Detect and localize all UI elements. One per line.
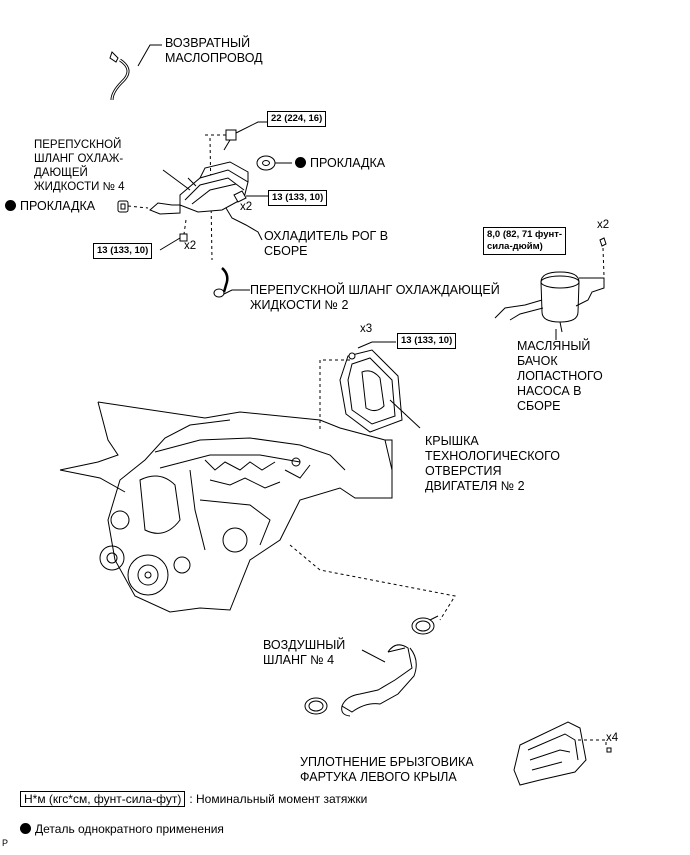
label-return-oil-line: ВОЗВРАТНЫЙ МАСЛОПРОВОД [165, 36, 263, 66]
non-reusable-dot-icon [20, 823, 31, 834]
label-line: НАСОСА В [517, 384, 582, 398]
quantity-multiplier: x3 [360, 323, 373, 335]
torque-spec-box: 13 (133, 10) [397, 333, 457, 349]
torque-spec-box: 13 (133, 10) [93, 243, 153, 259]
label-gasket-right: ПРОКЛАДКА [295, 156, 385, 171]
quantity-multiplier: x2 [597, 219, 610, 231]
quantity-multiplier: x2 [184, 240, 197, 252]
label-line: ЖИДКОСТИ № 4 [34, 181, 125, 193]
label-line: УПЛОТНЕНИЕ БРЫЗГОВИКА [300, 755, 474, 769]
label-egr-cooler: ОХЛАДИТЕЛЬ РОГ В СБОРЕ [264, 229, 388, 259]
label-oil-tank: МАСЛЯНЫЙ БАЧОК ЛОПАСТНОГО НАСОСА В СБОРЕ [517, 339, 603, 414]
gasket-right-shape [256, 155, 292, 171]
legend-non-reusable-text: Деталь однократного применения [35, 822, 224, 836]
label-text: ПРОКЛАДКА [20, 199, 96, 213]
service-hole-cover-shape [319, 341, 421, 433]
label-gasket-left: ПРОКЛАДКА [5, 199, 95, 214]
egr-cooler-bolt [223, 121, 268, 151]
return-oil-line [109, 44, 162, 101]
label-line: СБОРЕ [517, 399, 561, 413]
label-air-hose: ВОЗДУШНЫЙ ШЛАНГ № 4 [263, 638, 345, 668]
label-service-hole-cover: КРЫШКА ТЕХНОЛОГИЧЕСКОГО ОТВЕРСТИЯ ДВИГАТ… [425, 434, 560, 494]
oil-reservoir-shape [494, 237, 607, 340]
legend-non-reusable: Деталь однократного применения [20, 822, 224, 836]
label-line: СБОРЕ [264, 244, 308, 258]
air-hose-shape [304, 615, 439, 717]
label-line: БАЧОК [517, 354, 558, 368]
label-line: ОТВЕРСТИЯ [425, 464, 502, 478]
label-line: ШЛАНГ № 4 [263, 653, 335, 667]
label-line: ОХЛАДИТЕЛЬ РОГ В [264, 229, 389, 243]
corner-mark: P [2, 838, 9, 848]
label-line: ПЕРЕПУСКНОЙ [34, 139, 122, 151]
label-line: ДАЮЩЕЙ [34, 167, 88, 179]
engine-assembly-shape [59, 401, 456, 621]
label-line: ЖИДКОСТИ № 2 [250, 298, 349, 312]
egr-cooler-shape [149, 161, 263, 241]
torque-spec-box: 8,0 (82, 71 фунт- сила-дюйм) [483, 227, 567, 255]
label-line: МАСЛОПРОВОД [165, 51, 263, 65]
label-line: ШЛАНГ ОХЛАЖ- [34, 153, 124, 165]
quantity-multiplier: x2 [240, 201, 253, 213]
torque-line: 8,0 (82, 71 фунт- [487, 229, 563, 240]
splash-seal-shape [513, 721, 612, 786]
torque-line: сила-дюйм) [487, 241, 543, 252]
label-line: ТЕХНОЛОГИЧЕСКОГО [425, 449, 560, 463]
bypass-hose-2-shape [213, 267, 250, 298]
torque-spec-box: 22 (224, 16) [267, 111, 327, 127]
label-bypass-hose-4: ПЕРЕПУСКНОЙ ШЛАНГ ОХЛАЖ- ДАЮЩЕЙ ЖИДКОСТИ… [34, 138, 125, 194]
non-reusable-dot-icon [5, 200, 16, 211]
legend-torque: Н*м (кгс*см, фунт-сила-фут): Номинальный… [20, 791, 368, 807]
label-bypass-hose-2: ПЕРЕПУСКНОЙ ШЛАНГ ОХЛАЖДАЮЩЕЙ ЖИДКОСТИ №… [250, 283, 500, 313]
quantity-multiplier: x4 [606, 732, 619, 744]
label-line: КРЫШКА [425, 434, 479, 448]
legend-torque-box: Н*м (кгс*см, фунт-сила-фут) [20, 791, 186, 807]
non-reusable-dot-icon [295, 157, 306, 168]
label-line: ПЕРЕПУСКНОЙ ШЛАНГ ОХЛАЖДАЮЩЕЙ [250, 283, 500, 297]
gasket-left-shape [117, 200, 149, 213]
label-line: МАСЛЯНЫЙ [517, 339, 591, 353]
label-text: ПРОКЛАДКА [310, 156, 386, 170]
label-line: ВОЗДУШНЫЙ [263, 638, 346, 652]
label-line: ВОЗВРАТНЫЙ [165, 36, 251, 50]
label-line: ДВИГАТЕЛЯ № 2 [425, 479, 525, 493]
label-line: ФАРТУКА ЛЕВОГО КРЫЛА [300, 770, 457, 784]
legend-torque-text: : Номинальный момент затяжки [189, 792, 368, 806]
torque-spec-box: 13 (133, 10) [268, 190, 328, 206]
label-splash-seal: УПЛОТНЕНИЕ БРЫЗГОВИКА ФАРТУКА ЛЕВОГО КРЫ… [300, 755, 474, 785]
label-line: ЛОПАСТНОГО [517, 369, 603, 383]
